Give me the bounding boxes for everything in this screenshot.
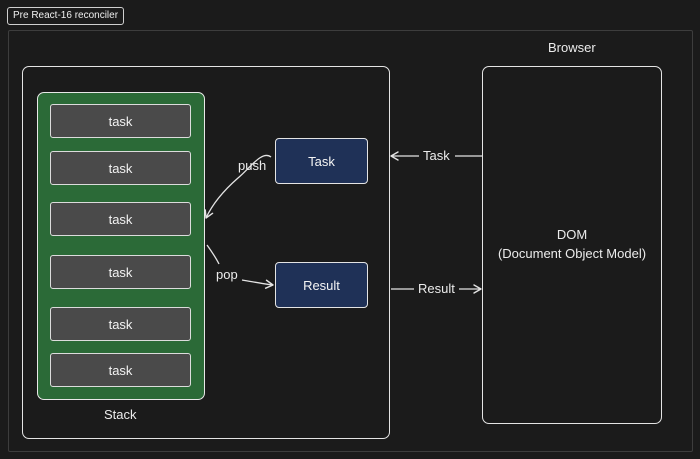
task-arrow-label: Task xyxy=(423,148,450,163)
stack-task-item: task xyxy=(50,104,191,138)
stack-task-item: task xyxy=(50,255,191,289)
pop-arrow-top xyxy=(206,244,220,265)
pop-arrow xyxy=(241,279,274,289)
diagram-frame xyxy=(8,30,693,452)
stack-task-item: task xyxy=(50,151,191,185)
push-arrow xyxy=(204,154,272,219)
browser-label: Browser xyxy=(548,40,596,55)
task-node: Task xyxy=(275,138,368,184)
dom-title: DOM xyxy=(556,227,588,242)
dom-subtitle: (Document Object Model) xyxy=(497,246,647,261)
result-arrow-label: Result xyxy=(418,281,455,296)
browser-dom-container xyxy=(482,66,662,424)
stack-panel xyxy=(37,92,205,400)
stack-label: Stack xyxy=(104,407,137,422)
push-label: push xyxy=(238,158,267,173)
react-container xyxy=(22,66,390,439)
stack-task-item: task xyxy=(50,202,191,236)
stack-task-item: task xyxy=(50,353,191,387)
pop-label: pop xyxy=(216,267,238,282)
result-node: Result xyxy=(275,262,368,308)
frame-title: Pre React-16 reconciler xyxy=(7,7,125,25)
stack-task-item: task xyxy=(50,307,191,341)
